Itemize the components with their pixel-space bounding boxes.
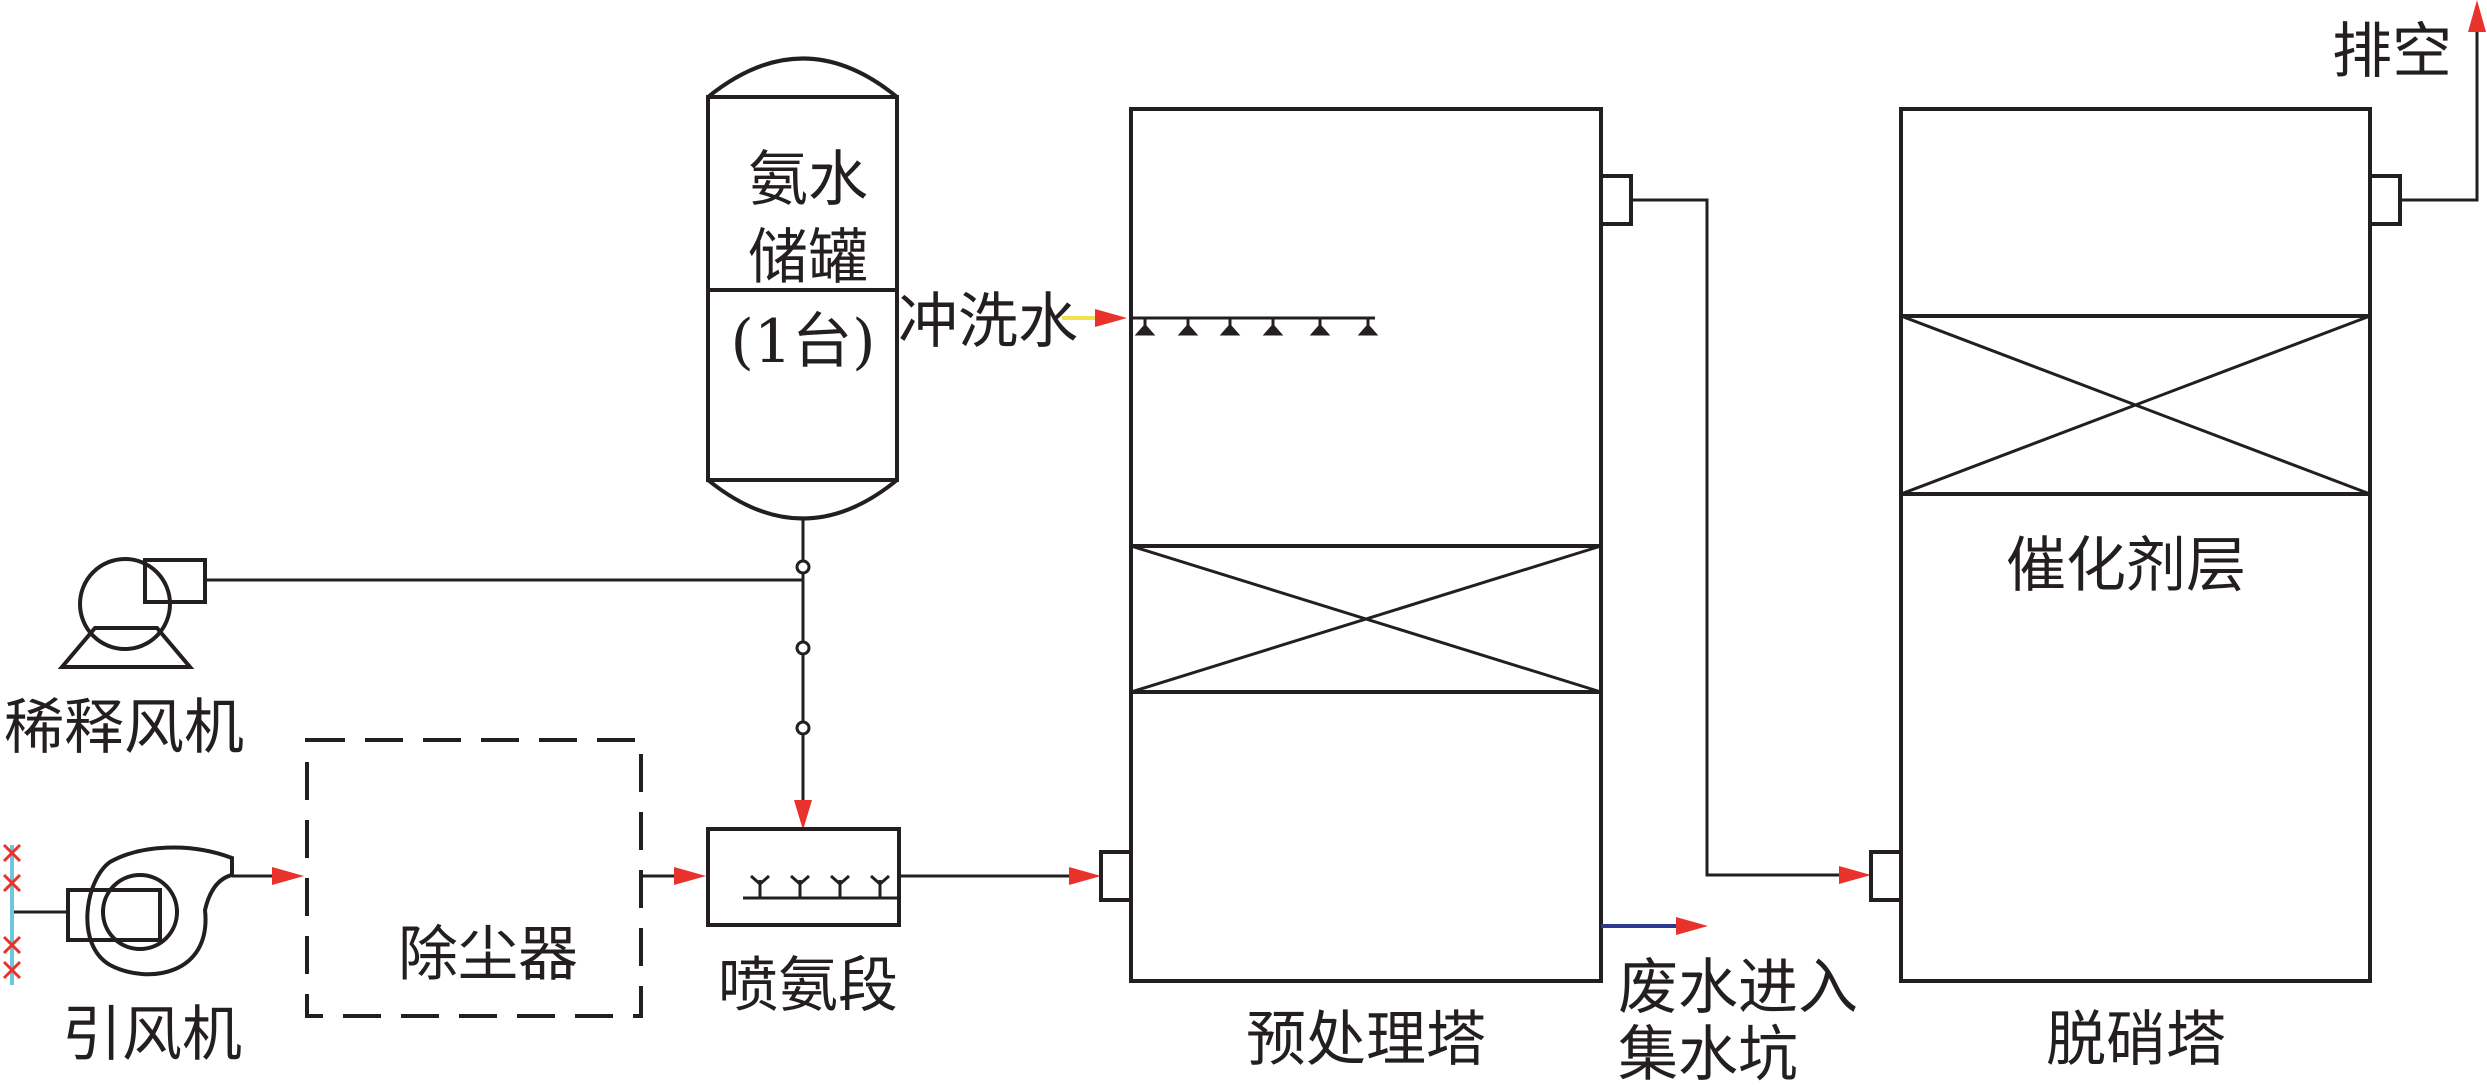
dust-collector-label: 除尘器	[398, 920, 578, 990]
ammonia-tank-bottom-dome	[706, 478, 899, 521]
flow-arrow-icon	[1095, 309, 1127, 327]
pretreatment-tower-label: 预处理塔	[1246, 1005, 1486, 1075]
flow-arrow-icon	[272, 867, 304, 885]
flow-arrow-icon	[2468, 0, 2486, 32]
ammonia-tank-top-dome	[706, 56, 899, 99]
pretreatment-inlet-nozzle	[1099, 850, 1133, 902]
valve-icon	[795, 559, 811, 575]
inlet-valve-marks-icon	[2, 843, 22, 980]
wastewater-label-2: 集水坑	[1618, 1020, 1798, 1085]
dust-collector-box	[305, 738, 643, 1018]
dilution-fan-outlet	[143, 558, 207, 604]
denitration-outlet-nozzle	[2368, 174, 2402, 226]
ammonia-tank-label-2: 储罐	[748, 223, 868, 293]
induced-fan: 引风机	[2, 843, 304, 1070]
induced-fan-volute	[85, 845, 234, 977]
wastewater-label-1: 废水进入	[1618, 953, 1858, 1023]
vent-pipe	[2400, 30, 2479, 202]
ammonia-tank-label-1: 氨水	[748, 145, 868, 215]
flow-arrow-icon	[1069, 867, 1101, 885]
denitration-tower-label: 脱硝塔	[2046, 1005, 2226, 1075]
catalyst-bed	[1899, 314, 2372, 496]
flow-arrow-icon	[794, 800, 812, 830]
flush-water-label: 冲洗水	[898, 287, 1078, 357]
tower-connecting-pipe	[1631, 198, 1871, 884]
ammonia-feed-line	[794, 520, 812, 830]
denitration-inlet-nozzle	[1869, 850, 1903, 902]
dust-collector: 除尘器	[305, 738, 706, 1018]
valve-icon	[795, 720, 811, 736]
flow-arrow-icon	[1676, 917, 1708, 935]
ammonia-tank-label-3: (1台)	[731, 307, 876, 377]
induced-fan-label: 引风机	[62, 1000, 242, 1070]
flow-arrow-icon	[674, 867, 706, 885]
packing-layer	[1129, 544, 1603, 694]
dilution-fan-base	[57, 626, 195, 669]
ammonia-tank: 氨水 储罐 (1台)	[706, 56, 899, 521]
spray-nozzles-icon	[750, 874, 890, 898]
valve-icon	[795, 640, 811, 656]
vent-label: 排空	[2332, 17, 2452, 87]
denitration-tower: 催化剂层 脱硝塔 排空	[1869, 0, 2486, 1075]
dilution-fan-label: 稀释风机	[4, 693, 244, 763]
spray-section-label: 喷氨段	[718, 951, 898, 1021]
induced-fan-motor	[66, 888, 162, 942]
pretreatment-tower: 冲洗水 废水进入 集水坑 预处理塔	[898, 107, 1858, 1085]
denitration-tower-body	[1899, 107, 2372, 983]
catalyst-layer-label: 催化剂层	[2006, 531, 2246, 601]
pretreatment-outlet-nozzle	[1599, 174, 1633, 226]
flow-arrow-icon	[1839, 866, 1871, 884]
dilution-fan: 稀释风机	[4, 557, 803, 763]
induced-fan-impeller	[101, 873, 179, 951]
flush-nozzles-icon	[1134, 318, 1379, 336]
ammonia-spray-section: 喷氨段	[706, 827, 1101, 1021]
